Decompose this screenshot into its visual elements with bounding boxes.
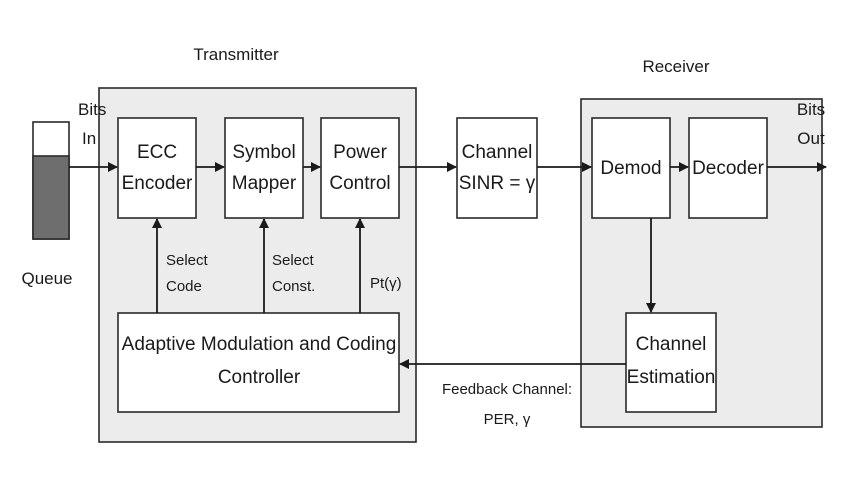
decoder-label: Decoder [692,158,764,179]
receiver-title: Receiver [642,57,709,76]
decoder-block [688,117,768,219]
channel-label-1: Channel [462,142,533,163]
channel-estimation-block [625,312,717,413]
power-function-label: Pt(γ) [370,275,402,292]
queue-label: Queue [21,269,72,288]
power-control-label-2: Control [329,173,390,194]
bits-in-label-1: Bits [78,100,106,119]
ecc-encoder-label-1: ECC [137,142,177,163]
symbol-mapper-label-1: Symbol [232,142,295,163]
transmitter-title: Transmitter [193,45,279,64]
power-control-label-1: Power [333,142,388,163]
channel-estimation-label-1: Channel [636,334,707,355]
power-control-block [320,117,400,219]
channel-label-2: SINR = γ [459,173,536,194]
select-const-label-2: Const. [272,278,315,295]
demod-label: Demod [600,158,661,179]
amc-controller-label-1: Adaptive Modulation and Coding [122,334,397,355]
symbol-mapper-block [224,117,304,219]
symbol-mapper-label-2: Mapper [232,173,297,194]
amc-controller-label-2: Controller [218,367,301,388]
channel-estimation-label-2: Estimation [627,367,716,388]
ecc-encoder-label-2: Encoder [122,173,193,194]
amc-controller-block [117,312,400,413]
select-const-label-1: Select [272,252,315,269]
bits-in-label-2: In [82,129,96,148]
ecc-encoder-block [117,117,197,219]
bits-out-label-1: Bits [797,100,825,119]
channel-block [456,117,538,219]
queue-icon [32,121,70,240]
feedback-label-1: Feedback Channel: [442,381,572,398]
select-code-label-1: Select [166,252,209,269]
select-code-label-2: Code [166,278,202,295]
demod-block [591,117,671,219]
feedback-label-2: PER, γ [484,411,531,428]
bits-out-label-2: Out [797,129,825,148]
